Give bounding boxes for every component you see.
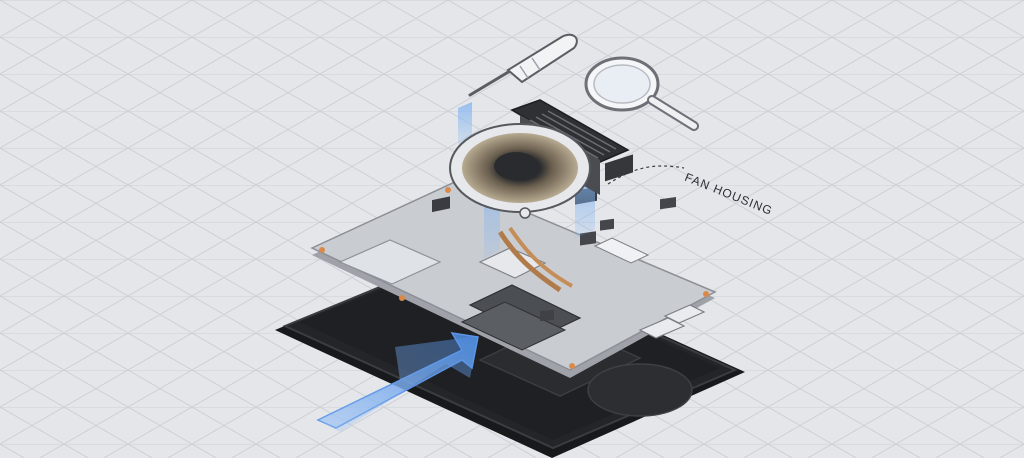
heat-pipes — [497, 226, 573, 293]
usb-port — [638, 317, 686, 339]
insertion-arrow — [316, 332, 479, 432]
chip — [580, 231, 596, 246]
fan-housing — [449, 99, 630, 219]
chip — [432, 196, 450, 213]
chip — [600, 218, 614, 231]
chip — [605, 154, 633, 182]
callout-leader — [607, 165, 685, 185]
magnifying-glass-icon — [584, 56, 699, 131]
chip — [540, 309, 554, 322]
chip — [660, 196, 676, 210]
screwdriver-icon — [468, 33, 578, 97]
motherboard — [310, 154, 717, 378]
fan-hub — [494, 152, 538, 180]
cpu-die — [478, 247, 547, 279]
speaker-grill — [587, 363, 693, 417]
rf-shield — [338, 239, 442, 285]
display-connector — [593, 237, 650, 264]
usb-port — [663, 304, 706, 324]
